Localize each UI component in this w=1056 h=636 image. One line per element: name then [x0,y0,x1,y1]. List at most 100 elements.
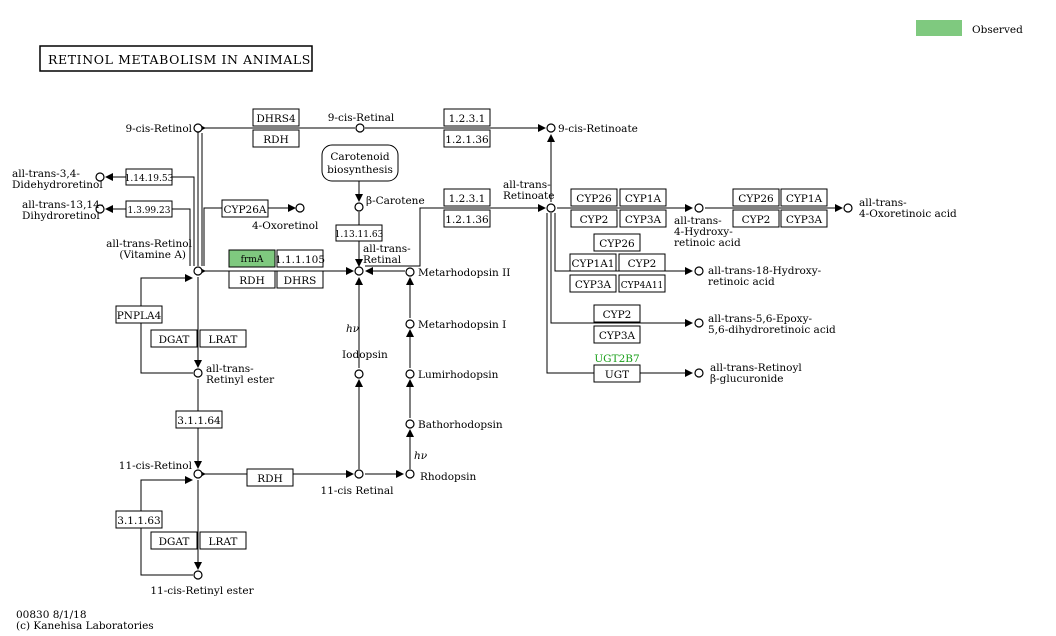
label-all-trans-retinal-2: Retinal [363,254,402,266]
compound-all-trans-retinol[interactable] [193,266,203,276]
label-9-cis-retinal: 9-cis-Retinal [328,112,395,124]
gene-ec-1-2-3-1-mid[interactable]: 1.2.3.1 [443,188,491,207]
gene-cyp2-d[interactable]: CYP2 [593,304,641,323]
label-didehydroretinol-2: Didehydroretinol [12,179,103,191]
gene-rdh-bottom[interactable]: RDH [246,468,294,487]
gene-cyp26-c[interactable]: CYP26 [593,233,641,252]
gene-cyp26a[interactable]: CYP26A [221,199,269,218]
label-4-oxoretinoic-2: 4-Oxoretinoic acid [859,208,957,220]
svg-text:DHRS4: DHRS4 [256,113,296,125]
svg-text:1.3.99.23: 1.3.99.23 [128,206,171,216]
svg-text:CYP3A: CYP3A [786,214,823,226]
label-all-trans-retinoate-2: Retinoate [503,190,554,202]
compound-all-trans-retinoate[interactable] [546,203,556,213]
compound-18-hydroxyretinoic-acid[interactable] [694,266,704,276]
label-dihydroretinol-2: Dihydroretinol [22,210,100,222]
gene-cyp26-b[interactable]: CYP26 [732,188,780,207]
svg-text:RDH: RDH [257,473,282,485]
gene-dhrs4[interactable]: DHRS4 [252,108,300,127]
compound-retinyl-ester[interactable] [193,368,203,378]
label-18-hydroxy-1: all-trans-18-Hydroxy- [708,265,822,277]
gene-dgat-1[interactable]: DGAT [150,329,198,348]
label-all-trans-retinal-1: all-trans- [363,243,411,255]
compound-retinoyl-glucuronide[interactable] [694,368,704,378]
compound-dihydroretinol[interactable] [95,204,105,214]
label-glucuronide-1: all-trans-Retinoyl [710,362,802,374]
label-18-hydroxy-2: retinoic acid [708,276,775,288]
compound-beta-carotene[interactable] [354,202,364,212]
gene-ugt2b7[interactable]: UGT2B7 [594,353,639,365]
compound-4-oxoretinoic-acid[interactable] [843,203,853,213]
compound-rhodopsin[interactable] [405,469,415,479]
compound-didehydroretinol[interactable] [95,172,105,182]
label-epoxy-2: 5,6-dihydroretinoic acid [708,324,836,336]
compound-4-oxoretinol[interactable] [295,203,305,213]
compound-11-cis-retinal[interactable] [354,469,364,479]
label-epoxy-1: all-trans-5,6-Epoxy- [708,313,813,325]
gene-cyp3a-c[interactable]: CYP3A [569,274,617,293]
label-bathorhodopsin: Bathorhodopsin [418,419,503,431]
carotenoid-biosynthesis-box[interactable] [321,144,399,182]
gene-cyp1a-b[interactable]: CYP1A [780,188,828,207]
gene-cyp2-a[interactable]: CYP2 [570,209,618,228]
svg-text:PNPLA4: PNPLA4 [117,310,162,322]
label-all-trans-retinoate-1: all-trans- [503,179,551,191]
gene-rdh-top[interactable]: RDH [252,129,300,148]
gene-cyp1a-a[interactable]: CYP1A [619,188,667,207]
label-hv-1: hν [346,323,360,335]
gene-cyp3a-a[interactable]: CYP3A [619,209,667,228]
svg-text:1.14.19.53: 1.14.19.53 [125,174,174,184]
compound-9-cis-retinol[interactable] [193,123,203,133]
label-11-cis-retinal: 11-cis Retinal [321,485,395,497]
gene-ec-1-13-11-63[interactable]: 1.13.11.63 [335,224,384,242]
svg-text:CYP2: CYP2 [742,214,771,226]
gene-ec-1-1-1-105[interactable]: 1.1.1.105 [275,249,325,268]
gene-ec-3-1-1-63[interactable]: 3.1.1.63 [115,510,163,529]
svg-text:1.2.1.36: 1.2.1.36 [445,214,489,226]
page-title: RETINOL METABOLISM IN ANIMALS [48,52,311,67]
compound-epoxy-retinoic-acid[interactable] [694,318,704,328]
gene-cyp2-b[interactable]: CYP2 [732,209,780,228]
gene-ec-1-14-19-53[interactable]: 1.14.19.53 [125,168,174,186]
compound-9-cis-retinoate[interactable] [546,123,556,133]
compound-11-cis-retinol[interactable] [193,469,203,479]
gene-ec-1-2-3-1-top[interactable]: 1.2.3.1 [443,108,491,127]
compound-all-trans-retinal[interactable] [354,266,364,276]
legend-label: Observed [972,24,1023,36]
gene-lrat-1[interactable]: LRAT [199,329,247,348]
gene-cyp3a-b[interactable]: CYP3A [780,209,828,228]
compound-9-cis-retinal[interactable] [355,123,365,133]
label-didehydroretinol-1: all-trans-3,4- [12,168,80,180]
compound-metarhodopsin-ii[interactable] [405,267,415,277]
compound-lumirhodopsin[interactable] [405,369,415,379]
gene-ec-1-2-1-36-mid[interactable]: 1.2.1.36 [443,209,491,228]
gene-ec-3-1-1-64[interactable]: 3.1.1.64 [175,410,223,429]
label-9-cis-retinol: 9-cis-Retinol [125,123,192,135]
svg-text:CYP4A11: CYP4A11 [621,281,664,291]
gene-ugt[interactable]: UGT [593,364,641,383]
gene-cyp1a1[interactable]: CYP1A1 [569,253,617,272]
gene-rdh-mid[interactable]: RDH [228,270,276,289]
gene-cyp26-a[interactable]: CYP26 [570,188,618,207]
gene-cyp3a-d[interactable]: CYP3A [593,325,641,344]
gene-lrat-2[interactable]: LRAT [199,531,247,550]
svg-text:LRAT: LRAT [209,536,238,548]
gene-ec-1-2-1-36-top[interactable]: 1.2.1.36 [443,129,491,148]
compound-4-hydroxyretinoic-acid[interactable] [694,203,704,213]
compound-metarhodopsin-i[interactable] [405,319,415,329]
gene-dgat-2[interactable]: DGAT [150,531,198,550]
label-rhodopsin: Rhodopsin [420,471,477,483]
gene-frma-observed[interactable]: frmA [228,249,276,268]
label-all-trans-retinol-1: all-trans-Retinol [106,238,193,250]
compound-11-cis-retinyl-ester[interactable] [193,570,203,580]
gene-ec-1-3-99-23[interactable]: 1.3.99.23 [125,200,173,218]
compound-bathorhodopsin[interactable] [405,419,415,429]
compound-iodopsin[interactable] [354,369,364,379]
label-4-oxoretinoic-1: all-trans- [859,197,907,209]
svg-text:1.13.11.63: 1.13.11.63 [335,230,384,240]
gene-dhrs[interactable]: DHRS [276,270,324,289]
gene-cyp2-c[interactable]: CYP2 [618,253,666,272]
gene-pnpla4[interactable]: PNPLA4 [115,305,163,324]
gene-cyp4a11[interactable]: CYP4A11 [618,274,666,293]
